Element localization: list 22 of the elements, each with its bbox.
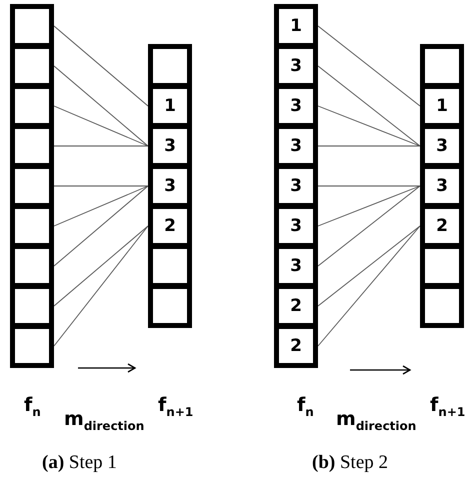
connector-line	[54, 26, 148, 106]
connector-line	[318, 226, 420, 346]
connector-line	[318, 226, 420, 306]
connector-line	[318, 26, 420, 106]
variable-label: f$_{n+1}$	[158, 394, 194, 419]
connector-line	[54, 226, 148, 346]
connector-line	[318, 186, 420, 226]
variable-label: f$_{n}$	[24, 394, 41, 419]
variable-label: m$_{direction}$	[336, 408, 416, 433]
figure-caption: (a) Step 1	[42, 452, 117, 474]
variable-label: f$_{n}$	[297, 394, 314, 419]
figure-caption: (b) Step 2	[312, 452, 388, 474]
connector-line	[54, 106, 148, 146]
connector-line	[318, 186, 420, 266]
connector-line	[54, 226, 148, 306]
connector-line	[318, 66, 420, 146]
variable-label: m$_{direction}$	[64, 408, 144, 433]
connector-line	[54, 186, 148, 226]
connector-line	[54, 186, 148, 266]
connector-line	[54, 66, 148, 146]
variable-label: f$_{n+1}$	[430, 394, 466, 419]
connector-line	[318, 106, 420, 146]
